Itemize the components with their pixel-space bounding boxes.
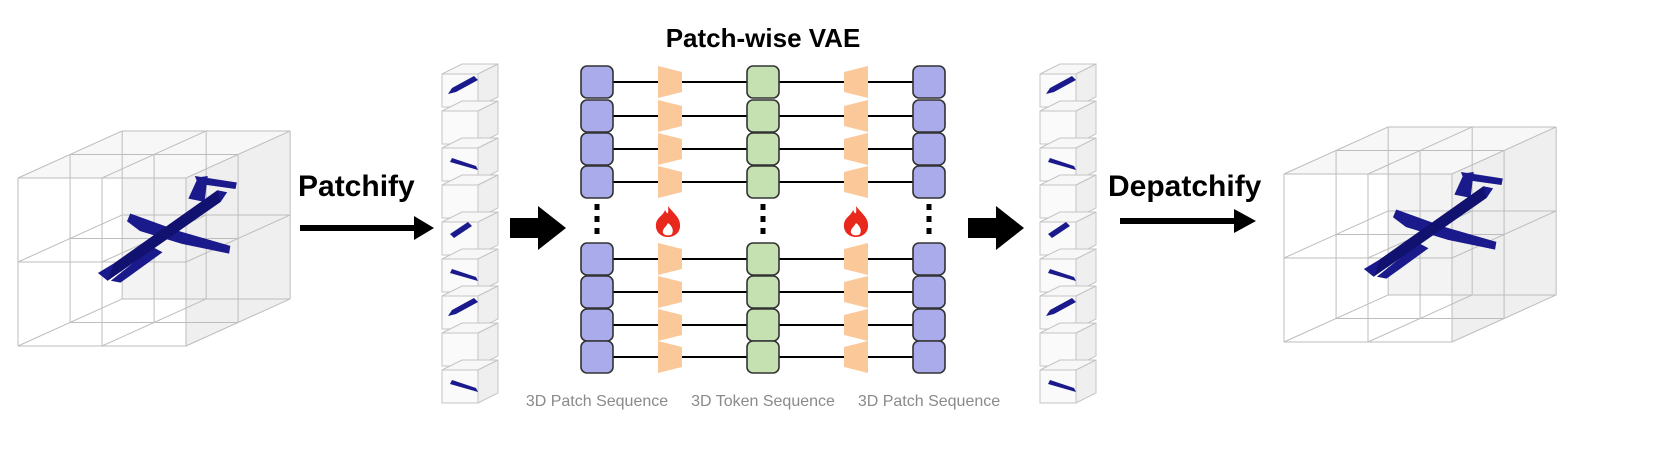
decoder-layer: [844, 100, 868, 132]
output-voxel-cube: [1283, 126, 1557, 343]
ellipsis-dots: [594, 204, 932, 234]
encoder-layer: [658, 276, 682, 308]
decoder-layer: [844, 66, 868, 98]
diagram-title: Patch-wise VAE: [666, 23, 861, 53]
patch-block: [912, 242, 946, 276]
encoder-layer: [658, 100, 682, 132]
ellipsis-dot: [594, 228, 600, 234]
depatchify-arrow: [1120, 209, 1256, 233]
patch-block: [580, 275, 614, 309]
patch-block: [580, 308, 614, 342]
encoder-layer: [658, 166, 682, 198]
flame-icon: [843, 206, 869, 237]
ellipsis-dot: [760, 204, 766, 210]
decoder-layer: [844, 166, 868, 198]
patch-airplane-fragment: [450, 269, 478, 281]
decoder-network: [844, 66, 868, 373]
encoder-layer: [658, 309, 682, 341]
patch-block: [912, 340, 946, 374]
patch-airplane-fragment: [1048, 158, 1076, 170]
caption-encoder-input: 3D Patch Sequence: [526, 393, 668, 410]
encoder-layer: [658, 133, 682, 165]
patchify-label: Patchify: [298, 170, 415, 203]
encoder-network: [658, 66, 682, 373]
patch-airplane-fragment: [1048, 222, 1070, 238]
token-block: [746, 99, 780, 133]
patch-airplane-fragment: [1046, 76, 1076, 94]
airplane-model: [1363, 172, 1503, 279]
encoder-input-patches: [580, 65, 614, 374]
patch-airplane-fragment: [450, 158, 478, 170]
ellipsis-dot: [926, 216, 932, 222]
token-block: [746, 132, 780, 166]
token-block: [746, 308, 780, 342]
patch-block: [912, 132, 946, 166]
ellipsis-dot: [926, 228, 932, 234]
patch-airplane-fragment: [450, 380, 478, 392]
patch-cube: [441, 248, 499, 293]
input-voxel-cube: [17, 130, 291, 347]
patch-block: [580, 165, 614, 199]
patch-airplane-fragment: [1048, 269, 1076, 281]
patch-block: [912, 99, 946, 133]
patch-cube: [441, 359, 499, 404]
token-block: [746, 275, 780, 309]
patch-block: [912, 165, 946, 199]
caption-latent: 3D Token Sequence: [691, 393, 835, 410]
patch-cube: [441, 174, 499, 219]
patch-block: [580, 340, 614, 374]
latent-tokens: [746, 65, 780, 374]
ellipsis-dot: [760, 216, 766, 222]
caption-decoder-output: 3D Patch Sequence: [858, 393, 1000, 410]
ellipsis-dot: [760, 228, 766, 234]
patch-cube: [1039, 174, 1097, 219]
encoder-input-arrow: [510, 206, 566, 250]
encoder-layer: [658, 243, 682, 275]
token-block: [746, 340, 780, 374]
patch-airplane-fragment: [1048, 380, 1076, 392]
encoder-layer: [658, 66, 682, 98]
patch-airplane-fragment: [1046, 298, 1076, 316]
patch-block: [912, 275, 946, 309]
decoder-output-arrow: [968, 206, 1024, 250]
patch-block: [580, 242, 614, 276]
airplane-model: [97, 176, 237, 283]
patch-airplane-fragment: [450, 222, 472, 238]
token-block: [746, 165, 780, 199]
flame-icon: [655, 206, 681, 237]
depatchify-label: Depatchify: [1108, 170, 1262, 203]
token-block: [746, 65, 780, 99]
decoder-layer: [844, 243, 868, 275]
decoder-layer: [844, 276, 868, 308]
patch-block: [580, 99, 614, 133]
decoder-output-patches: [912, 65, 946, 374]
patch-cube: [1039, 137, 1097, 182]
input-patch-column: [441, 63, 499, 404]
patch-cube: [1039, 63, 1097, 108]
decoder-layer: [844, 133, 868, 165]
ellipsis-dot: [926, 204, 932, 210]
token-block: [746, 242, 780, 276]
patch-block: [912, 308, 946, 342]
decoder-layer: [844, 309, 868, 341]
encoder-layer: [658, 341, 682, 373]
ellipsis-dot: [594, 204, 600, 210]
patch-block: [580, 65, 614, 99]
patch-airplane-fragment: [448, 76, 478, 94]
patch-block: [912, 65, 946, 99]
decoder-layer: [844, 341, 868, 373]
output-patch-column: [1039, 63, 1097, 404]
patch-cube: [1039, 359, 1097, 404]
ellipsis-dot: [594, 216, 600, 222]
patch-airplane-fragment: [448, 298, 478, 316]
patch-block: [580, 132, 614, 166]
patchify-arrow: [300, 216, 434, 240]
